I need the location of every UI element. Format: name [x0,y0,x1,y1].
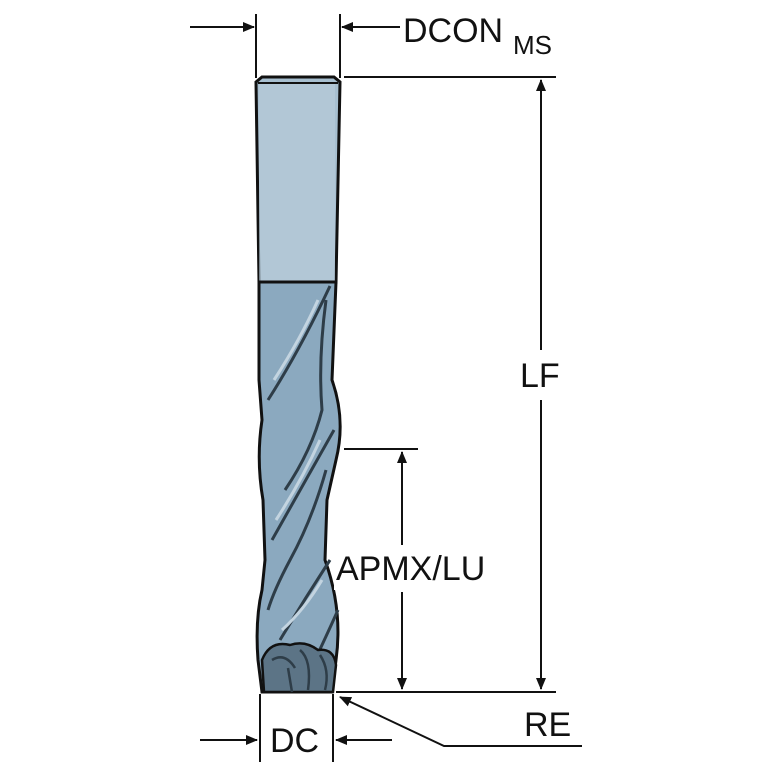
lf-label: LF [520,357,560,395]
dcon-dimension: DCON MS [190,12,552,78]
lf-dimension: LF [336,76,564,693]
tool-cutting-tip [260,642,338,694]
tool-tip-facets [271,649,328,693]
end-mill-tool [254,75,342,694]
dc-dimension: DC [200,694,392,762]
re-dimension: RE [339,696,582,747]
re-leader-line [339,696,582,747]
apmx-dimension: APMX/LU [334,448,506,690]
tool-helix-highlights [272,299,324,632]
tool-helix-lines [266,285,340,671]
dcon-subscript: MS [513,30,552,60]
apmx-label: APMX/LU [336,550,485,588]
tool-shank-highlight [259,84,335,282]
re-label: RE [524,706,571,744]
dcon-label: DCON [403,12,503,50]
dc-label: DC [270,722,319,760]
